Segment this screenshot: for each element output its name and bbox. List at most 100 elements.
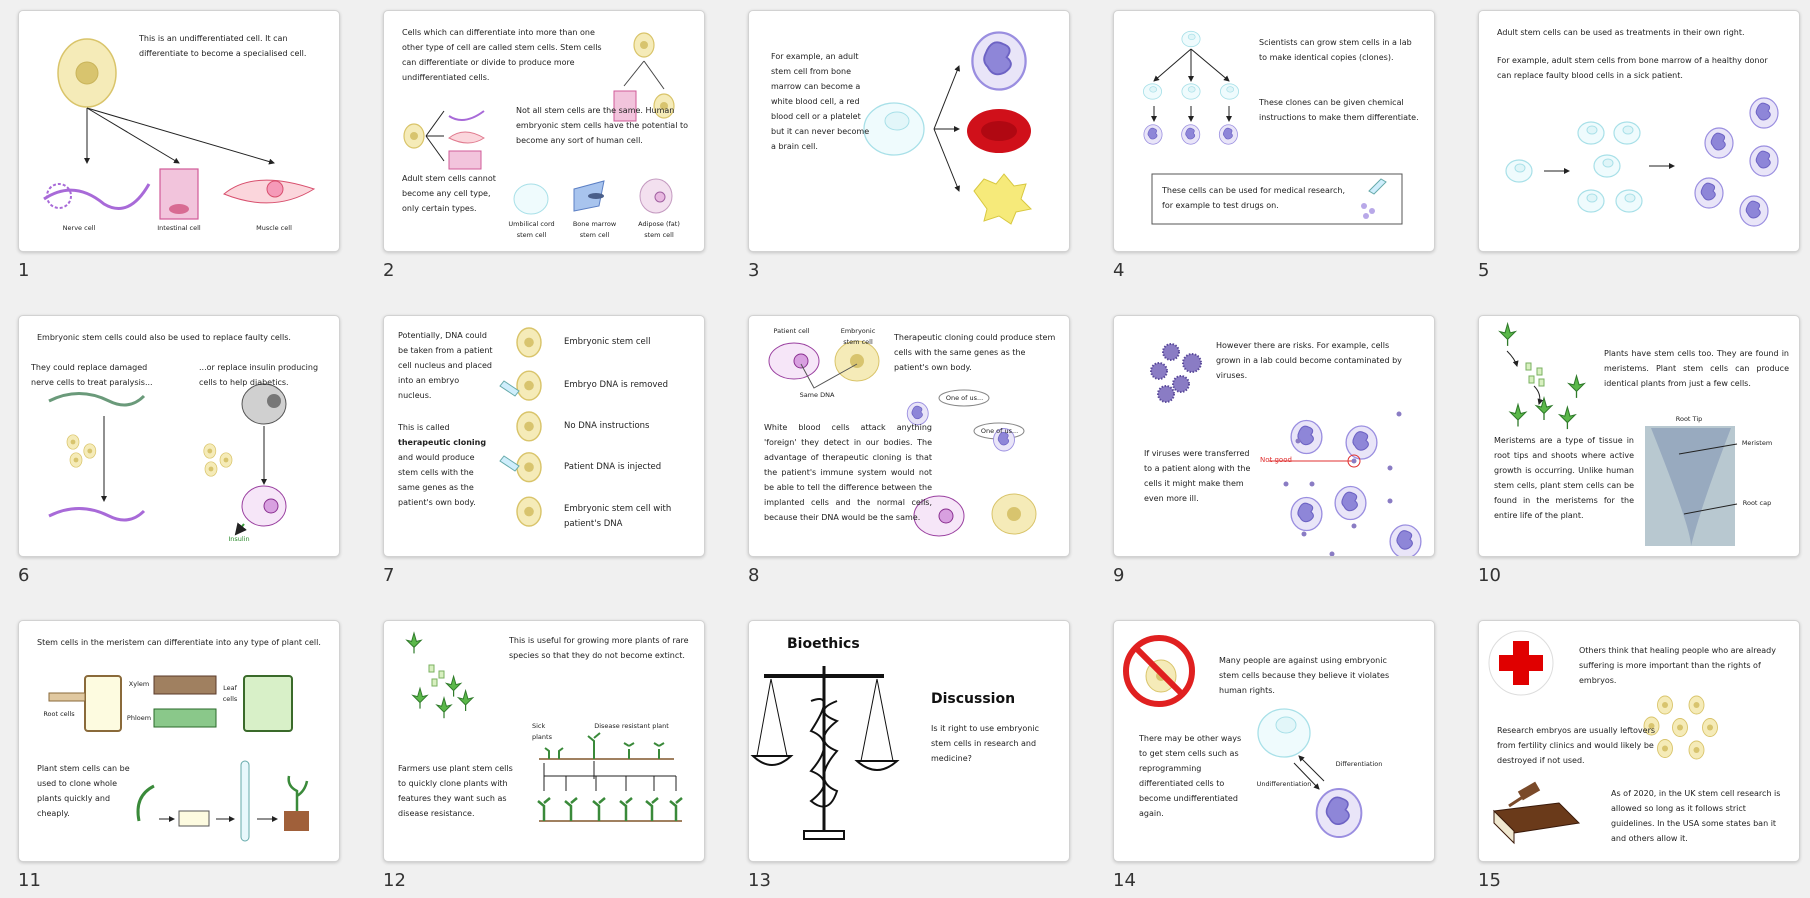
slide-number: 11 (18, 870, 41, 891)
treatment-diagram (1505, 97, 1779, 227)
slide-text-2: For example, adult stem cells from bone … (1497, 56, 1768, 80)
slide-thumbnail-3[interactable]: For example, an adult stem cell from bon… (748, 10, 1070, 252)
cloning-diagram (1142, 30, 1403, 225)
scales-of-justice-icon (750, 666, 900, 840)
slide-thumbnail-4[interactable]: Scientists can grow stem cells in a lab … (1113, 10, 1435, 252)
slide-text-2: White blood cells attack anything 'forei… (764, 423, 932, 522)
virus-risk-diagram (1150, 343, 1422, 556)
slide-text-2: If viruses were transferred to a patient… (1144, 449, 1251, 503)
meristem-label: Meristem (1741, 439, 1773, 447)
step-label: Embryonic stem cell with patient's DNA (564, 504, 672, 529)
slide-number: 2 (383, 260, 395, 281)
slide-thumbnail-14[interactable]: Many people are against using embryonic … (1113, 620, 1435, 862)
slide-text-2: Meristems are a type of tissue in root t… (1494, 436, 1634, 520)
same-dna-label: Same DNA (799, 391, 835, 399)
slide-text: Is it right to use embryonic stem cells … (931, 724, 1039, 763)
slide-thumbnail-12[interactable]: This is useful for growing more plants o… (383, 620, 705, 862)
plant-cloning-diagram (406, 632, 683, 822)
slide-number: 5 (1478, 260, 1490, 281)
slide-text-1: Adult stem cells can be used as treatmen… (1497, 28, 1745, 37)
bioethics-title: Bioethics (787, 636, 860, 652)
step-label: Embryonic stem cell (564, 337, 651, 347)
embryonic-replacement-diagram (48, 383, 287, 536)
undifferentiation-label: Undifferentiation (1256, 780, 1312, 788)
step-label: Embryo DNA is removed (564, 380, 669, 390)
umbilical-label: Umbilical cord stem cell (508, 220, 555, 239)
slide-text-1: This is useful for growing more plants o… (509, 636, 689, 660)
slide-text-1: Stem cells in the meristem can different… (37, 638, 321, 647)
intestinal-cell-label: Intestinal cell (157, 224, 201, 232)
not-good-label: Not good (1260, 456, 1292, 464)
slide-text-2: These clones can be given chemical instr… (1259, 98, 1419, 122)
slide-number: 6 (18, 565, 30, 586)
slide-text-2: Farmers use plant stem cells to quickly … (398, 764, 513, 818)
xylem-label: Xylem (128, 680, 150, 688)
slide-thumbnail-11[interactable]: Stem cells in the meristem can different… (18, 620, 340, 862)
slide-text-1: Cells which can differentiate into more … (402, 28, 602, 82)
root-cells-label: Root cells (43, 710, 75, 718)
slide-text-1: Potentially, DNA could be taken from a p… (398, 331, 493, 400)
slide-number: 15 (1478, 870, 1501, 891)
differentiation-label: Differentiation (1335, 760, 1383, 768)
slide-number: 10 (1478, 565, 1501, 586)
slide-text-2: They could replace damaged nerve cells t… (31, 363, 153, 387)
slide-text-1: Therapeutic cloning could produce stem c… (894, 333, 1056, 372)
slide-text-3: As of 2020, in the UK stem cell research… (1611, 789, 1781, 843)
slide-text-1: Scientists can grow stem cells in a lab … (1259, 38, 1412, 62)
adipose-label: Adipose (fat) stem cell (638, 220, 680, 239)
phloem-label: Phloem (126, 714, 152, 722)
plant-meristem-diagram (1499, 323, 1738, 546)
slide-text-1: However there are risks. For example, ce… (1216, 341, 1402, 380)
speech-bubble: One of us... (945, 394, 984, 402)
slide-thumbnail-8[interactable]: Patient cell Embryonic stem cell Same DN… (748, 315, 1070, 557)
slide-number: 13 (748, 870, 771, 891)
slide-text-3: Adult stem cells cannot become any cell … (402, 174, 496, 213)
nerve-cell-label: Nerve cell (62, 224, 96, 232)
slide-number: 8 (748, 565, 760, 586)
slide-text-2: This is called therapeutic cloning and w… (398, 423, 487, 507)
slide-text-1: Plants have stem cells too. They are fou… (1604, 349, 1789, 388)
slide-number: 1 (18, 260, 30, 281)
slide-number: 7 (383, 565, 395, 586)
slide-number: 12 (383, 870, 406, 891)
speech-bubble: One of us... (980, 427, 1019, 435)
slide-thumbnail-9[interactable]: However there are risks. For example, ce… (1113, 315, 1435, 557)
slide-text-1: Many people are against using embryonic … (1219, 656, 1390, 695)
plant-cell-types-diagram (48, 675, 309, 842)
slide-number: 9 (1113, 565, 1125, 586)
slide-thumbnail-6[interactable]: Embryonic stem cells could also be used … (18, 315, 340, 557)
slide-thumbnail-15[interactable]: Others think that healing people who are… (1478, 620, 1800, 862)
leaf-cells-label: Leaf cells (222, 684, 238, 703)
slide-thumbnail-5[interactable]: Adult stem cells can be used as treatmen… (1478, 10, 1800, 252)
discussion-title: Discussion (931, 691, 1016, 707)
root-tip-label: Root Tip (1675, 415, 1703, 423)
bone-marrow-label: Bone marrow stem cell (572, 220, 617, 239)
slide-number: 14 (1113, 870, 1136, 891)
blood-cell-diagram (863, 31, 1033, 225)
slide-thumbnail-2[interactable]: Cells which can differentiate into more … (383, 10, 705, 252)
insulin-label: Insulin (228, 535, 250, 543)
same-dna-diagram (768, 340, 1037, 537)
slide-text: For example, an adult stem cell from bon… (771, 52, 870, 151)
patient-cell-label: Patient cell (773, 327, 810, 335)
embryonic-cell-label: Embryonic stem cell (840, 327, 876, 346)
slide-text-2: There may be other ways to get stem cell… (1139, 734, 1242, 818)
slide-text-1: Embryonic stem cells could also be used … (37, 333, 291, 342)
step-label: Patient DNA is injected (564, 462, 662, 472)
reprogramming-diagram (1123, 635, 1363, 838)
research-box-text: These cells can be used for medical rese… (1162, 186, 1346, 210)
ethics-arguments-diagram (1488, 630, 1718, 845)
slide-text-1: Others think that healing people who are… (1579, 646, 1776, 685)
slide-thumbnail-1[interactable]: This is an undifferentiated cell. It can… (18, 10, 340, 252)
stem-cell-diagram (403, 32, 675, 215)
slide-number: 4 (1113, 260, 1125, 281)
disease-resistant-label: Disease resistant plant (594, 722, 669, 730)
sick-plants-label: Sick plants (532, 722, 552, 741)
slide-thumbnail-7[interactable]: Potentially, DNA could be taken from a p… (383, 315, 705, 557)
muscle-cell-label: Muscle cell (256, 224, 292, 232)
slide-text-2: Plant stem cells can be used to clone wh… (37, 764, 130, 818)
slide-thumbnail-10[interactable]: Plants have stem cells too. They are fou… (1478, 315, 1800, 557)
slide-thumbnail-13[interactable]: Bioethics Discussion Is it right to use … (748, 620, 1070, 862)
slide-text: This is an undifferentiated cell. It can… (139, 34, 307, 58)
slide-text-2: Research embryos are usually leftovers f… (1497, 726, 1656, 765)
